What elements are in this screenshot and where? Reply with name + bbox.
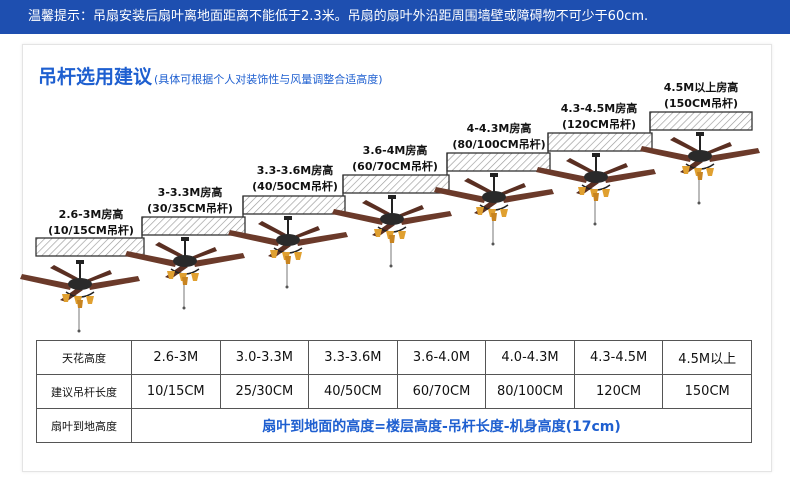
table-cell: 2.6-3M	[131, 340, 221, 375]
stair-step	[35, 237, 145, 257]
step-height: 4-4.3M房高	[466, 122, 532, 135]
step-rod: (60/70CM吊杆)	[352, 160, 438, 173]
step-rod: (30/35CM吊杆)	[147, 202, 233, 215]
table-cell: 40/50CM	[308, 374, 398, 409]
step-label-5: 4-4.3M房高 (80/100CM吊杆)	[443, 121, 555, 153]
table-row: 建议吊杆长度 10/15CM 25/30CM 40/50CM 60/70CM 8…	[36, 374, 752, 409]
stair-step	[547, 132, 653, 152]
step-label-1: 2.6-3M房高 (10/15CM吊杆)	[36, 207, 146, 239]
step-rod: (10/15CM吊杆)	[48, 224, 134, 237]
step-rod: (40/50CM吊杆)	[252, 180, 338, 193]
table-cell: 4.3-4.5M	[573, 340, 664, 375]
table-cell: 3.3-3.6M	[308, 340, 398, 375]
section-title: 吊杆选用建议(具体可根据个人对装饰性与风量调整合适高度)	[38, 62, 383, 89]
step-height: 4.3-4.5M房高	[560, 102, 638, 115]
section-title-text: 吊杆选用建议	[38, 66, 153, 88]
stair-steps	[35, 111, 753, 257]
step-label-2: 3-3.3M房高 (30/35CM吊杆)	[135, 185, 245, 217]
row-header-blade: 扇叶到地高度	[36, 408, 132, 443]
table-cell: 4.0-4.3M	[485, 340, 575, 375]
step-height: 3.3-3.6M房高	[256, 164, 334, 177]
ceiling-fan-icon	[639, 131, 761, 206]
step-label-4: 3.6-4M房高 (60/70CM吊杆)	[340, 143, 450, 175]
table-cell: 3.6-4.0M	[396, 340, 487, 375]
table-cell: 25/30CM	[219, 374, 310, 409]
step-height: 4.5M以上房高	[663, 81, 739, 94]
warning-banner: 温馨提示：吊扇安装后扇叶离地面距离不能低于2.3米。吊扇的扇叶外沿距周围墙壁或障…	[0, 0, 790, 34]
table-row: 扇叶到地高度 扇叶到地面的高度=楼层高度-吊杆长度-机身高度(17cm)	[36, 408, 752, 443]
row-header-ceiling: 天花高度	[36, 340, 132, 375]
table-cell: 120CM	[573, 374, 664, 409]
table-cell: 3.0-3.3M	[219, 340, 310, 375]
table-cell: 60/70CM	[396, 374, 487, 409]
step-rod: (150CM吊杆)	[663, 97, 739, 110]
table-cell: 10/15CM	[131, 374, 221, 409]
ceiling-fan-icon	[331, 194, 453, 269]
table-cell: 150CM	[662, 374, 752, 409]
table-cell: 80/100CM	[485, 374, 575, 409]
stair-step	[242, 195, 346, 215]
step-label-6: 4.3-4.5M房高 (120CM吊杆)	[544, 101, 654, 133]
step-rod: (120CM吊杆)	[561, 118, 637, 131]
spec-table: 天花高度 2.6-3M 3.0-3.3M 3.3-3.6M 3.6-4.0M 4…	[36, 340, 752, 443]
ceiling-fan-icon	[535, 152, 657, 227]
stair-step	[342, 174, 450, 194]
table-cell: 4.5M以上	[662, 340, 752, 375]
stair-step	[649, 111, 753, 131]
table-row: 天花高度 2.6-3M 3.0-3.3M 3.3-3.6M 3.6-4.0M 4…	[36, 340, 752, 375]
ceiling-fan-icon	[227, 215, 349, 290]
step-height: 3-3.3M房高	[157, 186, 223, 199]
formula-text: 扇叶到地面的高度=楼层高度-吊杆长度-机身高度(17cm)	[131, 408, 752, 443]
step-label-3: 3.3-3.6M房高 (40/50CM吊杆)	[240, 163, 350, 195]
step-height: 2.6-3M房高	[58, 208, 124, 221]
stair-step	[446, 152, 551, 172]
ceiling-fan-icon	[433, 172, 555, 247]
row-header-rod: 建议吊杆长度	[36, 374, 132, 409]
step-label-7: 4.5M以上房高 (150CM吊杆)	[646, 80, 756, 112]
ceiling-fan-icon	[19, 259, 141, 334]
section-subtitle: (具体可根据个人对装饰性与风量调整合适高度)	[154, 73, 383, 86]
step-height: 3.6-4M房高	[362, 144, 428, 157]
step-rod: (80/100CM吊杆)	[452, 138, 546, 151]
staircase-diagram	[19, 111, 761, 334]
